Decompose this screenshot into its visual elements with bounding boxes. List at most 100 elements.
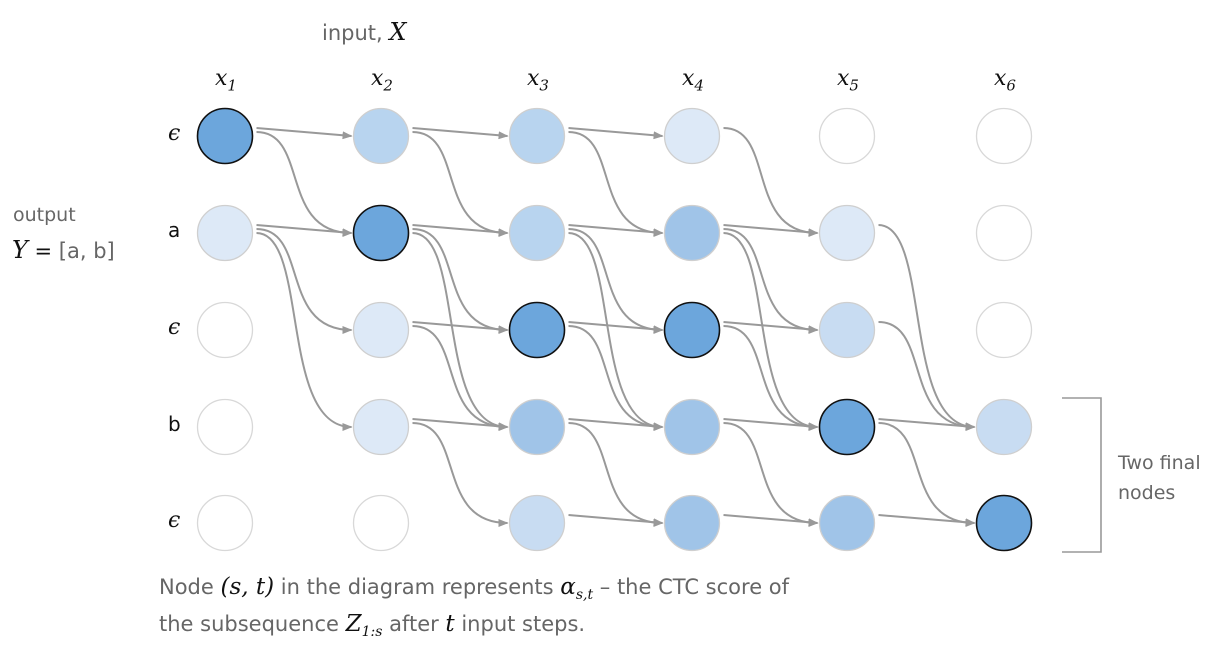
row-label-2: a	[168, 218, 181, 242]
edge-1-4-to-3-5	[878, 224, 976, 431]
bracket-line	[1062, 397, 1102, 553]
edge-1-2-to-1-3	[568, 224, 664, 237]
edge-1-3-to-1-4	[723, 224, 819, 237]
node-s3-t5	[818, 301, 876, 359]
node-s5-t4	[663, 494, 721, 552]
edge-3-2-to-4-3	[568, 422, 664, 527]
edge-0-2-to-1-3	[568, 131, 664, 237]
node-s4-t2	[352, 398, 410, 456]
edge-2-3-to-2-4	[723, 321, 819, 334]
column-label-symbol: x	[527, 66, 540, 91]
column-label-symbol: x	[837, 66, 850, 91]
lattice-nodes	[196, 107, 1033, 552]
node-s2-t2	[352, 204, 410, 262]
edge-3-1-to-3-2	[412, 418, 509, 431]
column-label-symbol: x	[994, 66, 1007, 91]
row-label-5: ϵ	[168, 508, 181, 533]
node-s1-t4	[663, 107, 721, 165]
bracket-label-line1: Two final	[1118, 452, 1201, 474]
node-s2-t3	[508, 204, 566, 262]
edge-3-3-to-3-4	[723, 418, 819, 431]
edge-1-0-to-3-1	[256, 232, 353, 431]
caption-text-3: – the CTC score of	[593, 575, 790, 599]
node-s5-t2	[352, 494, 410, 552]
column-label-subscript: 6	[1006, 76, 1016, 95]
node-s1-t5	[818, 107, 876, 165]
caption-t-symbol: t	[445, 611, 455, 637]
node-s1-t6	[975, 107, 1033, 165]
node-s4-t1	[196, 398, 254, 456]
node-s3-t4	[663, 301, 721, 359]
edge-4-3-to-4-4	[723, 514, 819, 527]
edge-0-0-to-1-1	[256, 131, 353, 237]
node-s5-t1	[196, 494, 254, 552]
column-label-5: x5	[837, 66, 859, 94]
edge-3-4-to-3-5	[878, 418, 976, 431]
column-label-subscript: 3	[539, 76, 549, 95]
node-s4-t5	[818, 398, 876, 456]
column-label-3: x3	[527, 66, 549, 94]
edge-4-4-to-4-5	[878, 514, 976, 527]
input-label: input, X	[322, 18, 406, 46]
column-label-subscript: 4	[694, 76, 704, 95]
column-label-1: x1	[215, 66, 237, 94]
caption-alpha-subscript: s,t	[575, 587, 594, 604]
caption-text-1: Node	[159, 575, 221, 599]
input-symbol: X	[389, 18, 407, 46]
caption-z-symbol: Z	[345, 611, 362, 637]
edge-1-1-to-1-2	[412, 224, 509, 237]
column-label-symbol: x	[682, 66, 695, 91]
transition-edges	[256, 127, 976, 527]
caption-text-6: input steps.	[454, 612, 586, 636]
input-label-prefix: input,	[322, 21, 390, 45]
edge-2-4-to-3-5	[878, 321, 976, 431]
bracket-label-line2: nodes	[1118, 482, 1176, 504]
row-label-3: ϵ	[168, 315, 181, 340]
row-label-1: ϵ	[168, 121, 181, 146]
edge-1-0-to-2-1	[256, 228, 353, 334]
column-label-subscript: 1	[227, 76, 237, 95]
node-s5-t6	[975, 494, 1033, 552]
node-s4-t3	[508, 398, 566, 456]
node-s3-t1	[196, 301, 254, 359]
edge-0-3-to-1-4	[723, 127, 819, 237]
edge-3-1-to-4-2	[412, 422, 509, 527]
edge-4-2-to-4-3	[568, 514, 664, 527]
column-label-6: x6	[994, 66, 1016, 94]
edge-2-1-to-2-2	[412, 321, 509, 334]
column-label-4: x4	[682, 66, 704, 94]
edge-2-2-to-2-3	[568, 321, 664, 334]
column-label-2: x2	[371, 66, 393, 94]
caption-line1: Node (s, t) in the diagram represents αs…	[159, 574, 789, 603]
edge-0-1-to-1-2	[412, 131, 509, 237]
column-label-subscript: 2	[383, 76, 393, 95]
edge-2-2-to-3-3	[568, 325, 664, 431]
edge-1-2-to-2-3	[568, 228, 664, 334]
column-label-symbol: x	[215, 66, 228, 91]
caption-line2: the subsequence Z1:s after t input steps…	[159, 611, 585, 640]
node-s4-t6	[975, 398, 1033, 456]
node-s1-t2	[352, 107, 410, 165]
node-s5-t5	[818, 494, 876, 552]
node-s3-t6	[975, 301, 1033, 359]
edge-1-2-to-3-3	[568, 232, 664, 431]
node-s2-t5	[818, 204, 876, 262]
column-label-symbol: x	[371, 66, 384, 91]
edge-1-3-to-2-4	[723, 228, 819, 334]
caption-text-5: after	[382, 612, 446, 636]
caption-alpha-symbol: α	[560, 574, 576, 600]
edge-3-4-to-4-5	[878, 422, 976, 527]
output-equation: Y = [a, b]	[12, 236, 115, 264]
edge-1-3-to-3-4	[723, 232, 819, 431]
edge-1-1-to-3-2	[412, 232, 509, 431]
edge-2-1-to-3-2	[412, 325, 509, 431]
caption-node-symbol: (s, t)	[220, 574, 275, 600]
edge-0-2-to-0-3	[568, 127, 664, 140]
edge-0-0-to-0-1	[256, 127, 353, 140]
output-equals: =	[27, 239, 59, 263]
output-sequence: [a, b]	[58, 239, 115, 263]
row-label-4: b	[168, 412, 181, 436]
node-s3-t2	[352, 301, 410, 359]
